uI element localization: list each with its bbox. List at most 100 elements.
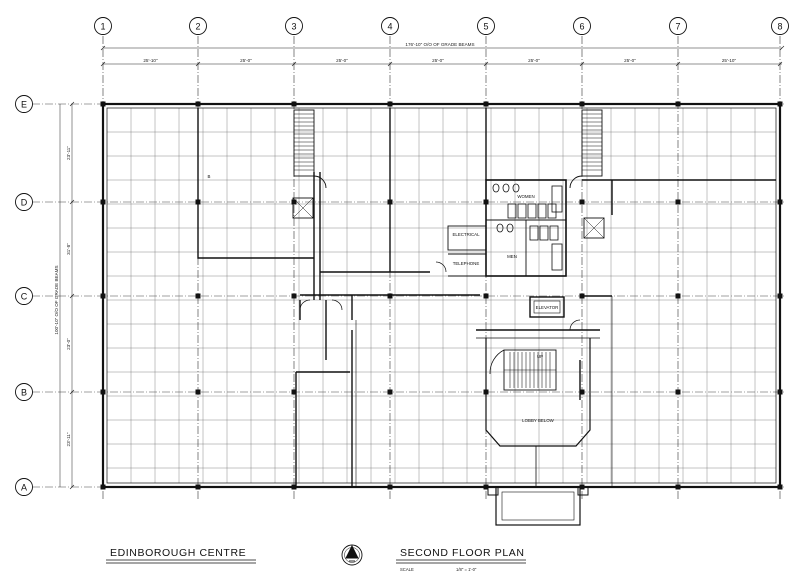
row-bubble-C: C <box>15 287 33 305</box>
stair-left <box>292 109 327 219</box>
washroom-core <box>435 179 567 277</box>
column-7-1 <box>675 199 681 205</box>
bay-dimension: 25'-0" <box>336 58 348 63</box>
row-dimension: 31'-8" <box>66 243 71 255</box>
column-bubble-2: 2 <box>189 17 207 35</box>
row-dimension: 23'-0" <box>66 338 71 350</box>
row-dimension: 23'-11" <box>66 146 71 160</box>
column-1-2 <box>100 293 106 299</box>
row-label: C <box>21 292 28 302</box>
column-label: 7 <box>675 22 680 32</box>
column-6-0 <box>579 101 585 107</box>
total-depth-dimension: 100'-10" O/O OF GRADE BEAMS <box>54 265 59 334</box>
column-bubble-4: 4 <box>381 17 399 35</box>
column-7-2 <box>675 293 681 299</box>
entrance-canopy <box>487 486 589 526</box>
row-bubble-E: E <box>15 95 33 113</box>
column-label: 3 <box>291 22 296 32</box>
title-block: EDINBOROUGH CENTRE SECOND FLOOR PLAN SCA… <box>106 544 526 572</box>
row-grid-bubbles: E D C B A <box>15 95 33 496</box>
overall-dimension: 176'-10" O/O OF GRADE BEAMS <box>405 42 474 47</box>
column-5-2 <box>483 293 489 299</box>
column-bubble-1: 1 <box>94 17 112 35</box>
column-bubble-8: 8 <box>771 17 789 35</box>
sheet-title: SECOND FLOOR PLAN <box>400 547 525 559</box>
room-label-b: B <box>208 174 211 179</box>
column-grid-bubbles: 1 2 3 4 5 6 7 8 <box>94 17 789 35</box>
row-label: D <box>21 198 28 208</box>
row-label: A <box>21 483 27 493</box>
column-bubble-7: 7 <box>669 17 687 35</box>
column-1-3 <box>100 389 106 395</box>
column-7-0 <box>675 101 681 107</box>
dimension-lines <box>59 47 782 487</box>
column-7-4 <box>675 484 681 490</box>
room-label-lobby-below: LOBBY BELOW <box>522 418 554 423</box>
column-4-3 <box>387 389 393 395</box>
room-label-electrical: ELECTRICAL <box>452 232 480 237</box>
room-label-women: WOMEN <box>517 194 534 199</box>
column-3-0 <box>291 101 297 107</box>
column-3-4 <box>291 484 297 490</box>
column-2-2 <box>195 293 201 299</box>
row-bubble-B: B <box>15 383 33 401</box>
north-arrow-icon <box>341 544 363 566</box>
column-4-4 <box>387 484 393 490</box>
column-3-1 <box>291 199 297 205</box>
room-label-up: UP <box>537 354 543 359</box>
column-8-0 <box>777 101 783 107</box>
room-label-telephone: TELEPHONE <box>453 261 480 266</box>
row-bubble-A: A <box>15 478 33 496</box>
column-6-3 <box>579 389 585 395</box>
column-1-1 <box>100 199 106 205</box>
column-7-3 <box>675 389 681 395</box>
column-3-2 <box>291 293 297 299</box>
bay-dimension: 25'-0" <box>528 58 540 63</box>
dimension-texts: 25'-10" 25'-0" 25'-0" 25'-0" 25'-0" 25'-0" 25'… <box>66 58 736 446</box>
bay-dimension: 25'-10" <box>722 58 737 63</box>
column-8-1 <box>777 199 783 205</box>
central-stair-lobby <box>476 329 600 487</box>
column-4-2 <box>387 293 393 299</box>
row-dimension: 23'-11" <box>66 432 71 446</box>
column-1-0 <box>100 101 106 107</box>
column-2-3 <box>195 389 201 395</box>
column-5-4 <box>483 484 489 490</box>
column-1-4 <box>100 484 106 490</box>
row-bubble-D: D <box>15 193 33 211</box>
column-bubble-6: 6 <box>573 17 591 35</box>
column-8-3 <box>777 389 783 395</box>
bay-dimension: 25'-0" <box>432 58 444 63</box>
scale-value: 1/8" = 1'-0" <box>456 567 477 572</box>
door-swings <box>299 299 581 331</box>
column-8-4 <box>777 484 783 490</box>
column-label: 1 <box>100 22 105 32</box>
column-4-0 <box>387 101 393 107</box>
bay-dimension: 25'-0" <box>240 58 252 63</box>
room-label-elevator: ELEVATOR <box>536 305 559 310</box>
column-bubble-5: 5 <box>477 17 495 35</box>
column-label: 5 <box>483 22 488 32</box>
column-8-2 <box>777 293 783 299</box>
bay-dimension: 25'-0" <box>624 58 636 63</box>
project-name: EDINBOROUGH CENTRE <box>110 547 246 559</box>
column-label: 8 <box>777 22 782 32</box>
column-6-1 <box>579 199 585 205</box>
bay-dimension: 25'-10" <box>143 58 158 63</box>
column-3-3 <box>291 389 297 395</box>
column-5-0 <box>483 101 489 107</box>
column-label: 6 <box>579 22 584 32</box>
interior-partitions <box>197 108 776 487</box>
stair-right <box>569 109 605 239</box>
scale-word: SCALE <box>400 567 414 572</box>
column-bubble-3: 3 <box>285 17 303 35</box>
column-2-0 <box>195 101 201 107</box>
row-label: E <box>21 100 27 110</box>
elevator-shaft <box>529 296 565 318</box>
column-label: 2 <box>195 22 200 32</box>
row-label: B <box>21 388 27 398</box>
column-label: 4 <box>387 22 392 32</box>
column-2-4 <box>195 484 201 490</box>
room-label-men: MEN <box>507 254 517 259</box>
